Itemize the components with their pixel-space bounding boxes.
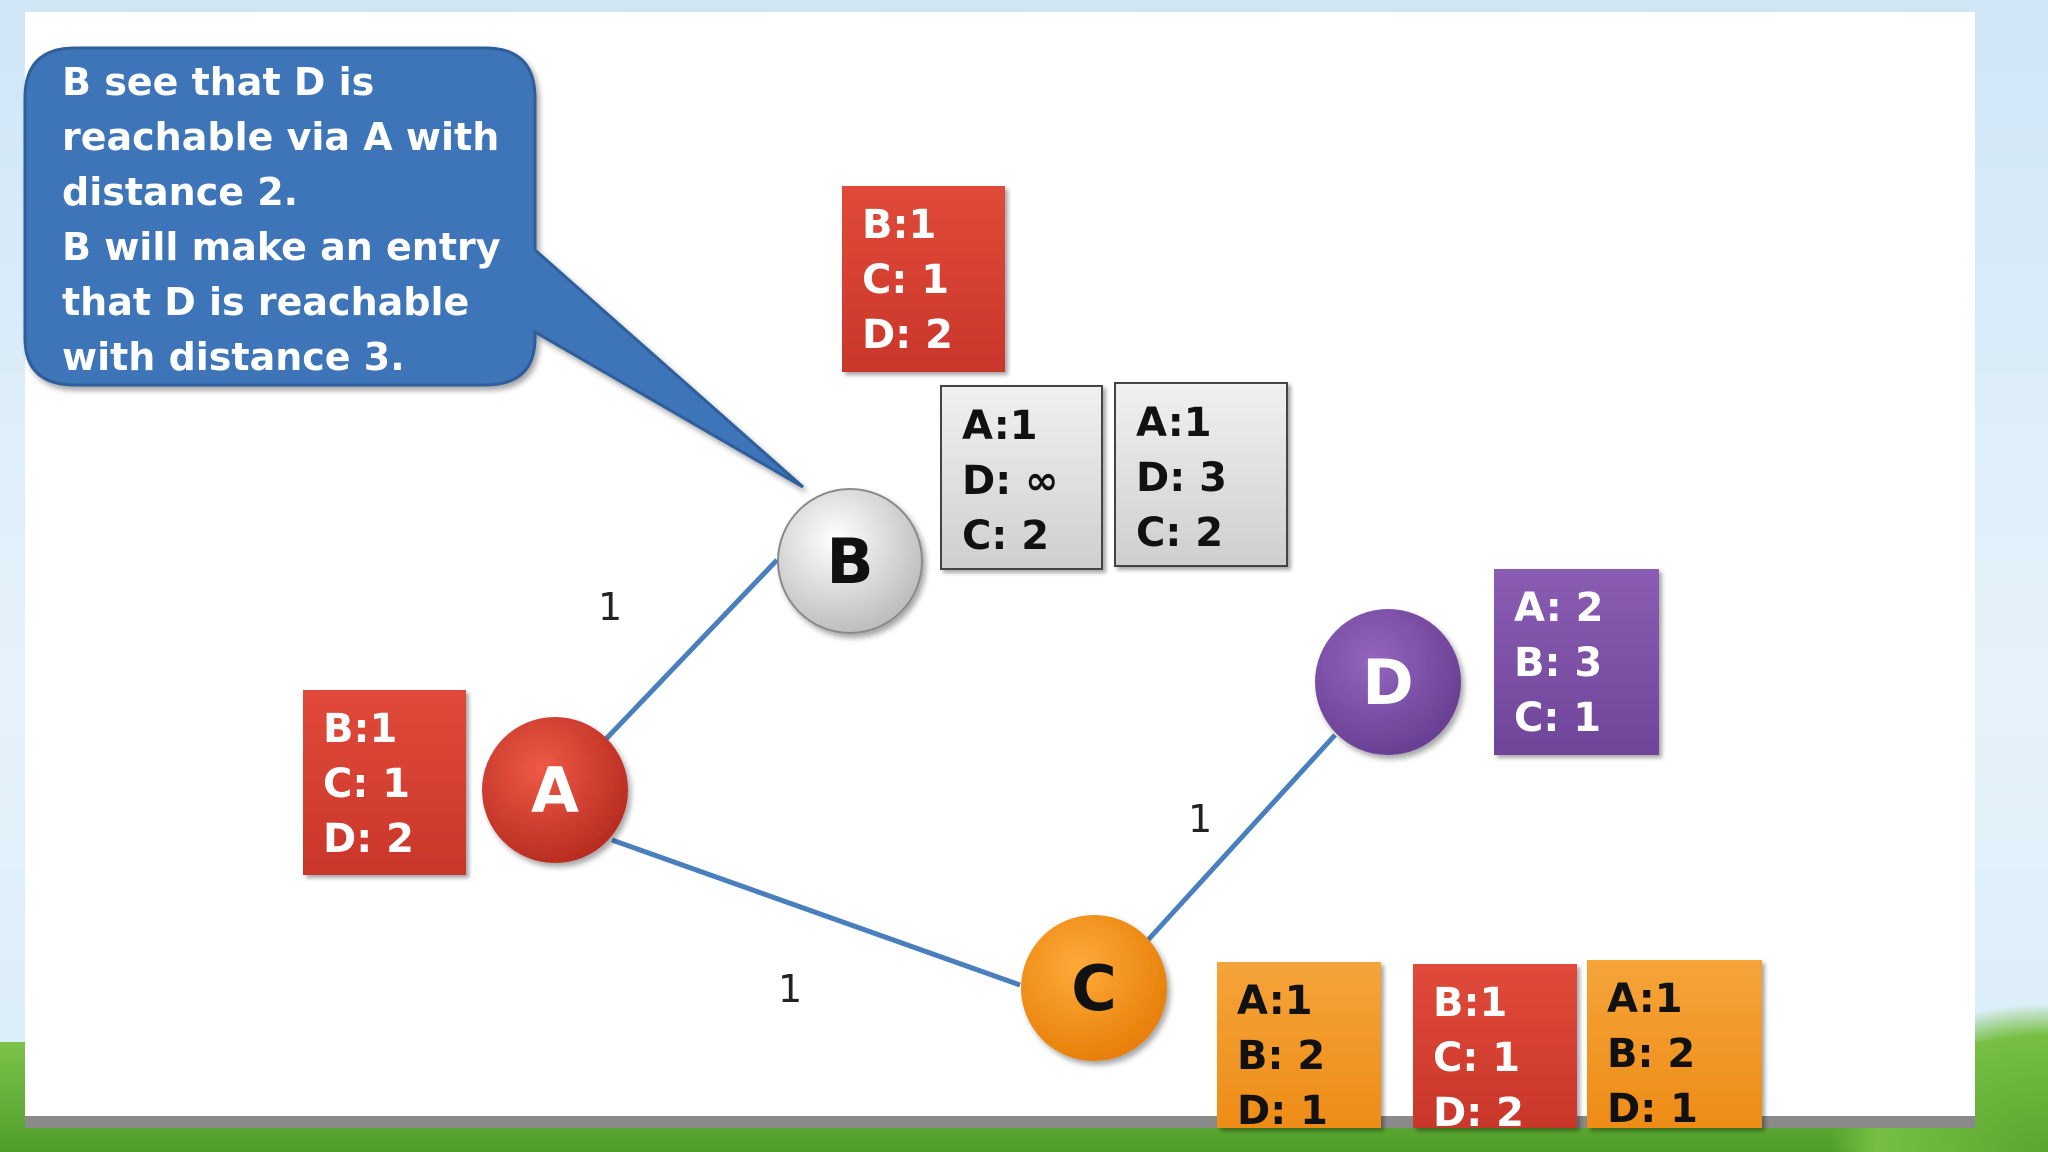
table-row: D: 1 — [1607, 1086, 1698, 1132]
callout-line: B will make an entry — [62, 225, 501, 269]
routing-table-c-3: A:1 B: 2 D: 1 — [1587, 960, 1762, 1132]
table-row: D: 2 — [323, 816, 414, 862]
table-row: C: 1 — [1514, 695, 1602, 741]
edge-a-c-weight: 1 — [778, 967, 802, 1011]
node-b-label: B — [826, 525, 873, 598]
table-row: D: 3 — [1136, 455, 1227, 501]
table-row: B:1 — [323, 706, 398, 752]
table-row: C: 1 — [323, 761, 411, 807]
table-row: C: 1 — [862, 257, 950, 303]
routing-table-b-received: B:1 C: 1 D: 2 — [842, 186, 1005, 372]
edge-a-b-weight: 1 — [598, 585, 622, 629]
edge-a-c — [611, 837, 1021, 988]
routing-table-b-old: A:1 D: ∞ C: 2 — [940, 385, 1103, 570]
table-row: C: 2 — [1136, 510, 1224, 556]
table-row: D: ∞ — [962, 458, 1059, 504]
routing-table-c-1: A:1 B: 2 D: 1 — [1217, 962, 1381, 1134]
routing-table-d: A: 2 B: 3 C: 1 — [1494, 569, 1659, 755]
table-row: D: 1 — [1237, 1088, 1328, 1134]
table-row: A:1 — [1136, 400, 1212, 446]
table-row: D: 2 — [862, 312, 953, 358]
node-d — [1315, 609, 1461, 755]
table-row: B:1 — [862, 202, 937, 248]
routing-table-a: B:1 C: 1 D: 2 — [303, 690, 466, 875]
callout-line: that D is reachable — [62, 280, 470, 324]
table-row: B:1 — [1433, 980, 1508, 1026]
table-row: A:1 — [1237, 978, 1313, 1024]
callout-line: B see that D is — [62, 60, 375, 104]
table-row: D: 2 — [1433, 1090, 1524, 1136]
edge-a-b — [603, 558, 779, 742]
node-d-label: D — [1362, 646, 1413, 719]
routing-table-c-2: B:1 C: 1 D: 2 — [1413, 964, 1577, 1136]
node-c — [1021, 915, 1167, 1061]
node-b — [777, 488, 923, 634]
table-row: C: 1 — [1433, 1035, 1521, 1081]
node-c-label: C — [1071, 952, 1117, 1025]
table-row: A:1 — [962, 403, 1038, 449]
table-row: B: 2 — [1607, 1031, 1696, 1077]
table-row: C: 2 — [962, 513, 1050, 559]
callout-line: distance 2. — [62, 170, 299, 214]
table-row: B: 2 — [1237, 1033, 1326, 1079]
callout-text: B see that D is reachable via A with dis… — [62, 55, 532, 385]
node-a — [482, 717, 628, 863]
table-row: B: 3 — [1514, 640, 1603, 686]
edge-c-d — [1146, 733, 1337, 942]
callout-line: reachable via A with — [62, 115, 500, 159]
callout-line: with distance 3. — [62, 335, 405, 379]
table-row: A: 2 — [1514, 585, 1604, 631]
node-a-label: A — [531, 754, 579, 827]
routing-table-b-new: A:1 D: 3 C: 2 — [1114, 382, 1288, 567]
table-row: A:1 — [1607, 976, 1683, 1022]
speech-callout — [23, 46, 804, 489]
edge-c-d-weight: 1 — [1188, 797, 1212, 841]
